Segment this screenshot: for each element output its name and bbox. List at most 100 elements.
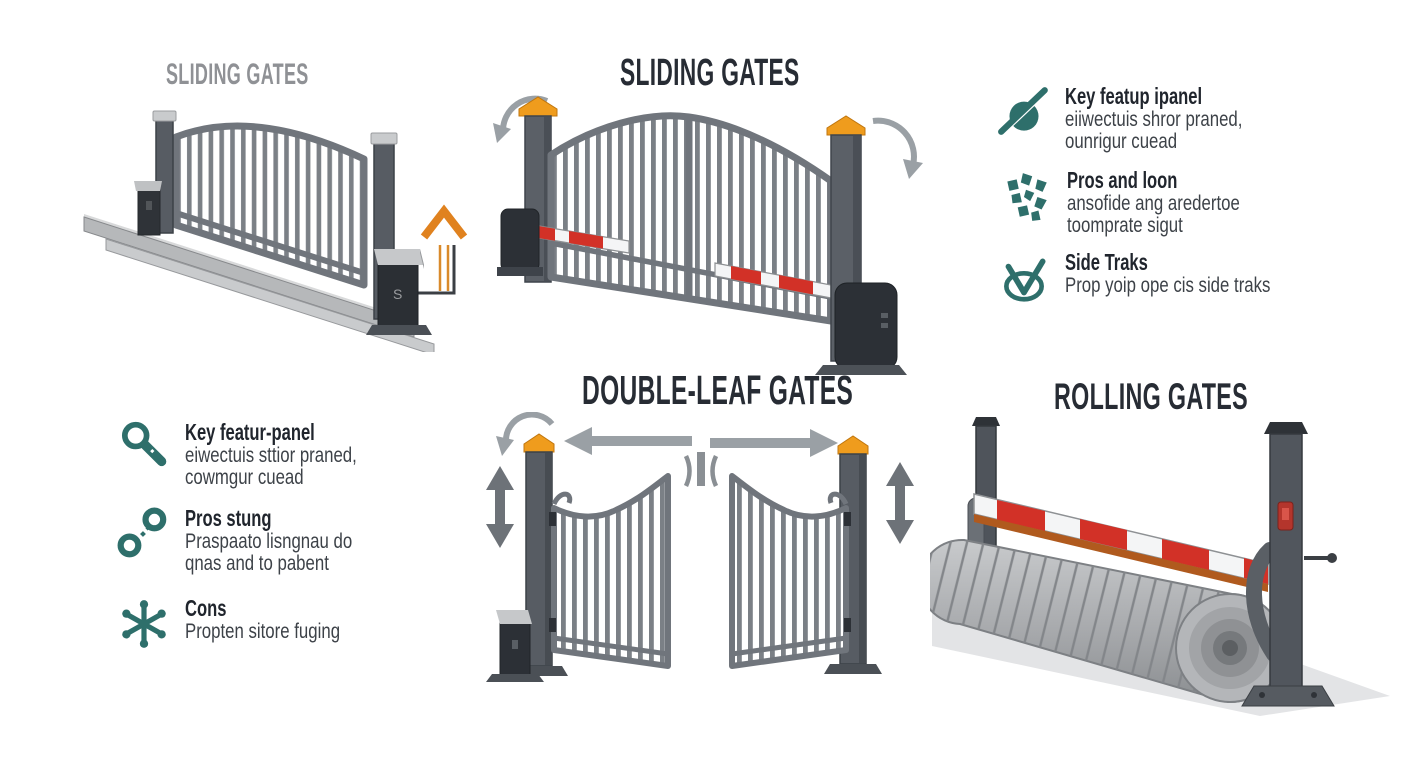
pan-strike-icon	[998, 87, 1048, 135]
barrier-red-stripe	[1080, 519, 1127, 550]
feature-line: Propten sitore fuging	[185, 620, 341, 643]
feature-line: ounrigur cuead	[1065, 130, 1178, 153]
hinge	[549, 618, 556, 632]
motor-label: S	[393, 286, 402, 302]
feature-title: Key featur-panel	[185, 419, 315, 445]
hinge	[844, 512, 851, 526]
leaf-bottom-rail	[731, 635, 847, 657]
center-gap-bar	[697, 452, 705, 486]
curved-arrow-right-icon	[872, 117, 917, 166]
feature-item: Pros and loon ansofide ang aredertoe too…	[998, 168, 1283, 237]
right-post-base	[824, 664, 882, 674]
arrowhead	[564, 427, 592, 455]
leaf-bottom-rail	[553, 635, 669, 657]
feature-title: Cons	[185, 595, 227, 621]
feature-line: Prop yoip ope cis side traks	[1065, 274, 1271, 297]
bolt	[1311, 692, 1317, 698]
hinge	[844, 618, 851, 632]
leaf-scroll	[827, 491, 849, 506]
arrowhead	[903, 159, 923, 179]
motor-cap-shade	[420, 249, 424, 269]
handle-ball	[1327, 553, 1337, 563]
gap-paren-left	[683, 455, 692, 487]
feature-item: Key featup ipanel eiiwectuis shror prane…	[996, 84, 1287, 153]
feature-line: ansofide ang aredertoe	[1067, 192, 1240, 215]
right-post-cap-orange	[826, 115, 866, 136]
leaf-scroll	[551, 491, 573, 506]
wire	[418, 245, 456, 295]
hinge	[549, 512, 556, 526]
feature-item: Key featur-panel eiwectuis sttior praned…	[116, 420, 400, 489]
motor-base	[366, 325, 432, 335]
motor-mount	[497, 267, 543, 276]
feature-title: Key featup ipanel	[1065, 83, 1203, 109]
feature-line: eiiwectuis shror praned,	[1065, 108, 1243, 131]
motor-base	[815, 365, 907, 375]
gate-leaf-left	[551, 473, 671, 669]
motor-cap	[374, 249, 424, 265]
sliding-gate-illustration: S	[83, 110, 468, 352]
motor-detail	[512, 640, 518, 649]
right-post-shade	[859, 455, 866, 663]
right-post-cap-orange	[837, 435, 869, 455]
motor-detail	[881, 323, 888, 328]
barrier-red-stripe	[997, 500, 1045, 531]
gate-leaf	[172, 122, 368, 289]
right-post-cap	[1264, 422, 1308, 434]
vertical-arrow-right	[886, 462, 914, 544]
arrowhead	[493, 123, 511, 143]
right-post-shade	[853, 136, 861, 360]
gap-paren-right	[710, 455, 719, 487]
feature-title: Pros and loon	[1067, 167, 1178, 193]
barrier-red-stripe	[569, 231, 603, 249]
magnifier-icon	[121, 421, 167, 467]
motor-cap	[496, 610, 532, 624]
rolling-gate-illustration	[930, 417, 1390, 716]
bolt	[1259, 692, 1265, 698]
small-motor-cap	[134, 181, 162, 191]
curved-arrow-icon	[502, 412, 555, 443]
gate-leaf-right	[729, 473, 849, 669]
arrowhead	[810, 429, 838, 457]
right-post	[1269, 433, 1303, 695]
arrowhead	[496, 436, 514, 456]
title-double-leaf-gates: DOUBLE-LEAF GATES	[582, 367, 854, 413]
title-sliding-gates-center: SLIDING GATES	[620, 52, 800, 94]
feature-item: Side Traks Prop yoip ope cis side traks	[996, 250, 1322, 306]
right-bracket-arm	[1246, 542, 1282, 662]
title-rolling-gates: ROLLING GATES	[1054, 376, 1249, 417]
chain-links-icon	[117, 507, 167, 558]
scatter-pieces-icon	[1007, 173, 1047, 221]
ground-track	[105, 238, 435, 352]
feature-line: eiwectuis sttior praned,	[185, 444, 357, 467]
control-button-inner	[1282, 508, 1289, 520]
small-motor-box	[137, 188, 161, 236]
motor-base	[486, 674, 544, 682]
right-post-cap	[370, 132, 398, 145]
asterisk-icon	[122, 600, 166, 648]
feature-line: cowmgur cuead	[185, 466, 304, 489]
feature-line: qnas and to pabent	[185, 552, 329, 575]
post-base-plate	[1241, 685, 1335, 707]
motor-box-left	[500, 208, 540, 272]
double-leaf-gate-illustration	[486, 412, 914, 682]
barrier-red-stripe	[1162, 539, 1209, 570]
check-oval-icon	[1004, 258, 1046, 302]
left-post-cap-orange	[523, 433, 555, 453]
feature-title: Side Traks	[1065, 249, 1148, 275]
feature-item: Cons Propten sitore fuging	[116, 596, 379, 652]
feature-item: Pros stung Praspaato lisngnau do qnas an…	[116, 506, 394, 575]
roller-hub	[1222, 640, 1238, 656]
feature-title: Pros stung	[185, 505, 272, 531]
left-post-shade	[545, 453, 552, 665]
left-post-cap	[972, 417, 1000, 426]
gate-bottom-rail	[175, 210, 365, 276]
under-rail-orange	[974, 514, 1268, 592]
motor-detail	[881, 313, 888, 318]
title-sliding-gates-left: SLIDING GATES	[166, 58, 309, 91]
small-motor-panel	[146, 201, 152, 210]
orange-up-arrow-icon	[420, 204, 468, 240]
feature-line: toomprate sigut	[1067, 214, 1183, 237]
vertical-arrow-left	[486, 466, 514, 548]
barrier-red-stripe	[731, 266, 761, 285]
